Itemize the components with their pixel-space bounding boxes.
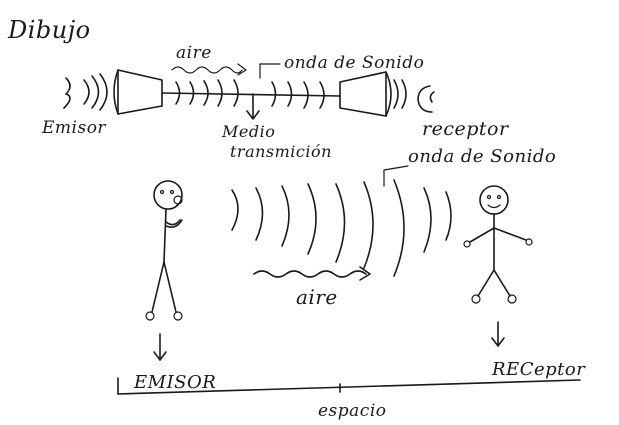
top-wave-label: onda de Sonido: [284, 53, 424, 73]
top-wave-arcs: [175, 79, 325, 109]
bottom-air-arrowhead: [359, 266, 371, 281]
bottom-receiver-label: RECeptor: [491, 359, 586, 380]
top-air-arrowhead: [237, 63, 247, 76]
bottom-sender-label: EMISOR: [133, 372, 216, 393]
top-wave-bracket: [259, 63, 281, 79]
top-sender-icon: [63, 69, 163, 115]
bottom-wave-label: onda de Sonido: [408, 146, 556, 167]
top-receiver-label: receptor: [422, 118, 510, 140]
sender-stick-figure: [145, 180, 183, 321]
top-channel-label-1: Medio: [221, 122, 275, 141]
top-sender-label: Emisor: [41, 118, 106, 138]
top-receiver-icon: [339, 71, 435, 117]
bottom-wave-arcs: [231, 179, 452, 277]
bottom-air-squiggle: [253, 270, 367, 278]
receiver-cup-icon: [339, 71, 387, 117]
space-line: [117, 379, 581, 395]
top-air-label: aire: [176, 43, 212, 63]
sender-head: [153, 180, 183, 210]
top-channel-label-2: transmición: [230, 142, 332, 161]
title: Dibujo: [7, 16, 91, 44]
sender-cup-icon: [117, 69, 163, 115]
top-diagram: aire onda de Sonido Emisor: [41, 43, 510, 161]
top-air-squiggle: [171, 66, 243, 74]
receiver-head: [479, 185, 509, 215]
bottom-air-label: aire: [296, 285, 338, 309]
bottom-wave-pointer: [383, 165, 409, 187]
sender-scribble-icon: [63, 77, 71, 109]
transmission-string: [161, 92, 341, 97]
receiver-stick-figure: [463, 185, 533, 304]
space-label: espacio: [318, 401, 387, 421]
ear-icon: [417, 85, 433, 113]
bottom-diagram: onda de Sonido: [117, 146, 586, 421]
